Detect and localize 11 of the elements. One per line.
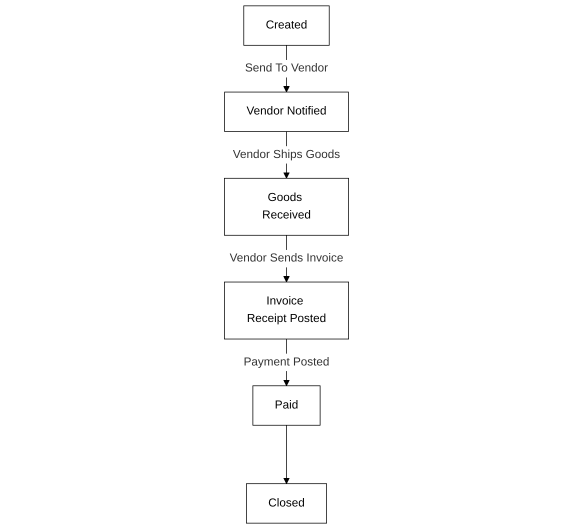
node-box: Paid bbox=[252, 385, 320, 426]
edge-label: Payment Posted bbox=[244, 356, 330, 368]
edge-label: Send To Vendor bbox=[245, 62, 328, 75]
node-box: Closed bbox=[246, 483, 327, 524]
node-box: Invoice Receipt Posted bbox=[224, 282, 349, 340]
edge-label: Vendor Sends Invoice bbox=[230, 252, 344, 264]
arrow bbox=[283, 424, 290, 484]
node-box: Goods Received bbox=[224, 178, 349, 236]
node-box: Created bbox=[243, 5, 330, 46]
edge-label: Vendor Ships Goods bbox=[232, 148, 340, 161]
node-box: Vendor Notified bbox=[224, 92, 349, 132]
